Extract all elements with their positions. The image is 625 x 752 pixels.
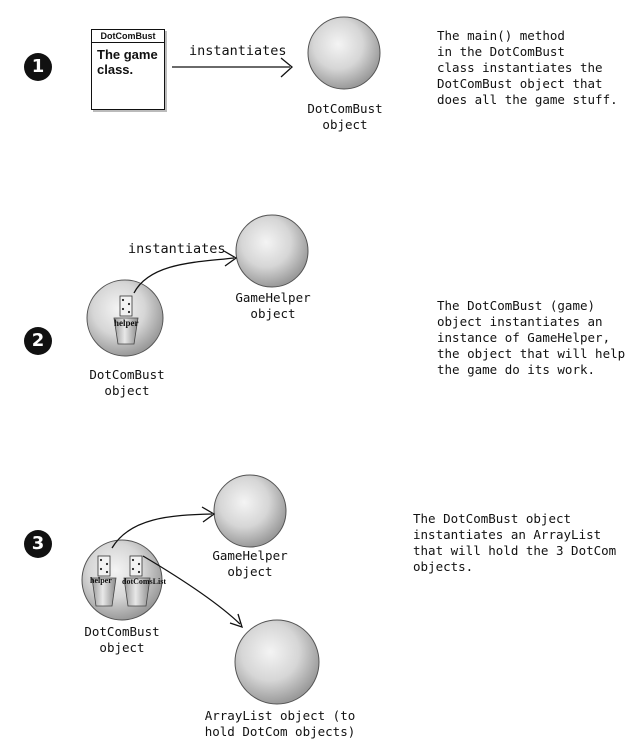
step2-number: 2 [24, 327, 52, 355]
step3-cup-label-list: dotComsList [122, 577, 167, 586]
step3-number: 3 [24, 530, 52, 558]
class-box-header: DotComBust [92, 30, 164, 43]
step3-main-label: DotComBust object [84, 624, 160, 655]
step1-object-sphere [307, 16, 381, 90]
step3-description: The DotComBust object instantiates an Ar… [413, 511, 617, 574]
class-box-body: The game class. [97, 47, 158, 77]
step3-arrow-helper [111, 506, 216, 549]
step2-arrow-label: instantiates [128, 241, 226, 257]
step2-arrow [133, 250, 238, 294]
step3-list-label: ArrayList object (to hold DotCom objects… [204, 708, 356, 739]
step1-arrow-label: instantiates [189, 43, 287, 59]
step3-cup-helper [91, 555, 117, 607]
step3-arrow-list [142, 555, 243, 629]
step2-helper-sphere [235, 214, 309, 288]
step3-cup-list [123, 555, 151, 607]
step1-description: The main() method in the DotComBust clas… [437, 28, 618, 107]
step1-object-label: DotComBust object [307, 101, 383, 132]
step3-cup-label-helper: helper [90, 576, 112, 585]
step3-helper-sphere [213, 474, 287, 548]
step3-helper-label: GameHelper object [212, 548, 288, 579]
step2-helper-label: GameHelper object [235, 290, 311, 321]
step1-arrow [172, 57, 293, 78]
step2-main-label: DotComBust object [89, 367, 165, 398]
class-box: DotComBust The game class. [91, 29, 165, 110]
step3-list-sphere [234, 619, 320, 705]
diagram-canvas [81, 16, 381, 705]
step2-description: The DotComBust (game) object instantiate… [437, 298, 625, 377]
step2-cup-label: helper [114, 318, 139, 328]
step1-number: 1 [24, 53, 52, 81]
step2-cup [113, 295, 139, 345]
